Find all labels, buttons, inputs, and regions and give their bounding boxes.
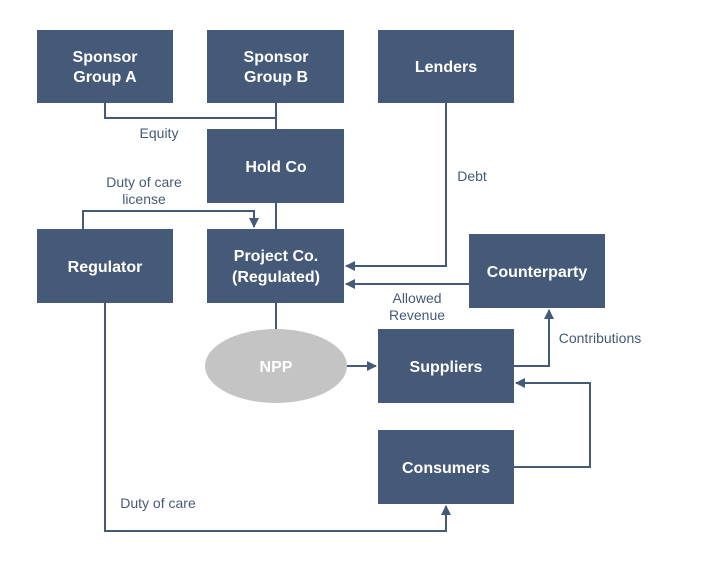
duty-of-care-license-label-line2: license <box>122 191 166 207</box>
debt-label: Debt <box>457 168 487 184</box>
contributions-label: Contributions <box>559 330 642 346</box>
node-lenders: Lenders <box>378 30 514 103</box>
duty-of-care-label: Duty of care <box>120 495 196 511</box>
consumers-to-suppliers-arrow <box>514 378 591 468</box>
debt-arrow <box>345 103 447 271</box>
duty-of-care-arrow <box>104 303 451 532</box>
sponsor-group-b-label-line2: Group B <box>244 69 308 86</box>
edge-labels: Equity Debt Duty of care license Allowed… <box>106 125 641 511</box>
suppliers-label: Suppliers <box>410 359 483 376</box>
consumers-label: Consumers <box>402 460 490 477</box>
npp-label: NPP <box>260 359 293 376</box>
allowed-revenue-label-line2: Revenue <box>389 307 445 323</box>
counterparty-label: Counterparty <box>487 264 588 281</box>
node-project-co: Project Co. (Regulated) <box>207 229 344 303</box>
sponsor-group-a-label-line1: Sponsor <box>73 49 138 66</box>
equity-label: Equity <box>140 125 179 141</box>
node-regulator: Regulator <box>37 229 173 303</box>
node-counterparty: Counterparty <box>469 234 605 308</box>
node-npp: NPP <box>205 329 347 403</box>
regulator-label: Regulator <box>68 259 143 276</box>
node-sponsor-group-b: Sponsor Group B <box>207 30 344 103</box>
sponsor-group-b-label-line1: Sponsor <box>244 49 309 66</box>
sponsor-group-a-label-line2: Group A <box>73 69 137 86</box>
node-sponsor-group-a: Sponsor Group A <box>37 30 173 103</box>
project-co-label-line2: (Regulated) <box>232 269 320 286</box>
duty-of-care-license-arrow <box>82 210 259 229</box>
lenders-label: Lenders <box>415 59 477 76</box>
contributions-arrow <box>514 309 554 367</box>
duty-of-care-license-label-line1: Duty of care <box>106 174 182 190</box>
node-suppliers: Suppliers <box>378 329 514 403</box>
connectors <box>82 103 591 532</box>
hold-co-label: Hold Co <box>245 159 307 176</box>
node-hold-co: Hold Co <box>207 129 344 203</box>
allowed-revenue-label-line1: Allowed <box>392 290 441 306</box>
project-co-label-line1: Project Co. <box>234 248 318 265</box>
equity-connector <box>104 103 276 119</box>
node-consumers: Consumers <box>378 430 514 504</box>
